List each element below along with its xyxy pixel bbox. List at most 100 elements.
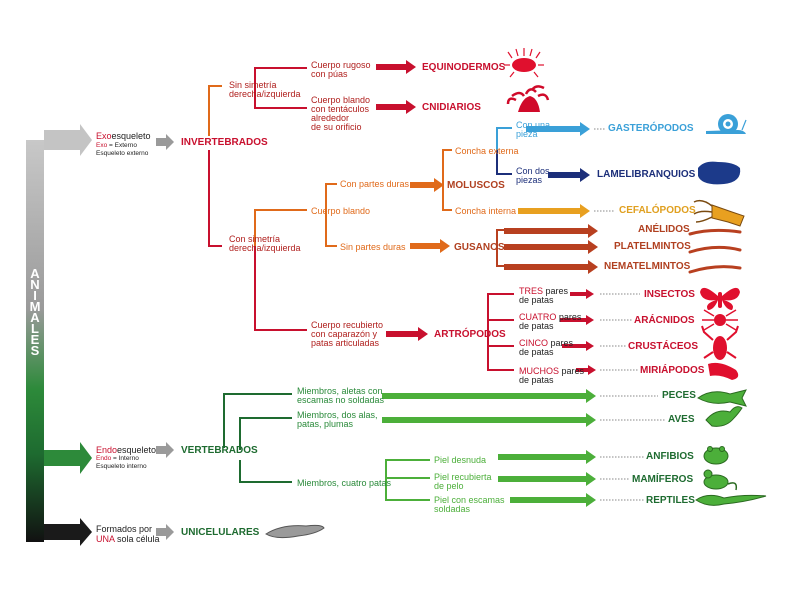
title-letter: S	[30, 343, 40, 358]
aletas-line2: escamas no soldadas	[297, 395, 385, 405]
title-letter: N	[30, 277, 40, 292]
crustaceos-label: CRUSTÁCEOS	[628, 341, 699, 352]
title-letter: I	[33, 288, 37, 303]
moluscos-label: MOLUSCOS	[447, 180, 505, 191]
unicellular-desc-line1: Formados por	[96, 524, 153, 534]
piel-pelo-line1: Piel recubierta	[434, 472, 492, 482]
mammal-icon	[703, 469, 738, 491]
endo-note-1: Endo = Interno	[96, 455, 139, 462]
annelid-icon	[688, 228, 742, 236]
clam-icon	[698, 161, 741, 185]
caparazon-line2: con caparazón y	[311, 329, 378, 339]
vertebrados-heading: VERTEBRADOS	[181, 445, 258, 456]
protozoan-icon	[265, 524, 325, 539]
con-dos-piezas-line2: piezas	[516, 175, 543, 185]
bird-icon	[705, 406, 743, 427]
cefalopodos-label: CEFALÓPODOS	[619, 205, 696, 216]
cuatro-patas-label: Miembros, cuatro patas	[297, 478, 392, 488]
exo-note-2: Esqueleto externo	[96, 150, 149, 157]
flatworm-icon	[688, 245, 742, 254]
sin-partes-duras-label: Sin partes duras	[340, 242, 406, 252]
sea-urchin-icon	[504, 48, 544, 78]
con-una-pieza-line1: Con una	[516, 120, 551, 130]
title-letter: L	[31, 321, 39, 336]
cuatro-pares-line1: CUATRO pares	[519, 312, 582, 322]
piel-desnuda-label: Piel desnuda	[434, 455, 487, 465]
gray-arrows	[156, 134, 174, 540]
con-dos-piezas-line1: Con dos	[516, 166, 550, 176]
title-letter: A	[30, 266, 40, 281]
muchos-pares-line2: de patas	[519, 375, 554, 385]
alas-line2: patas, plumas	[297, 419, 354, 429]
con-simetria-line2: derecha/izquierda	[229, 243, 301, 253]
tres-pares-line1: TRES pares	[519, 286, 569, 296]
worm-icons	[688, 228, 742, 274]
title-letter: E	[30, 332, 40, 347]
insectos-label: INSECTOS	[644, 289, 695, 300]
spider-icon	[702, 309, 738, 331]
lamelibranquios-label: LAMELIBRANQUIOS	[597, 169, 696, 180]
title-letter: A	[30, 310, 40, 325]
frog-icon	[703, 446, 729, 465]
alas-line1: Miembros, dos alas,	[297, 410, 378, 420]
piel-escamas-line2: soldadas	[434, 504, 471, 514]
millipede-icon	[708, 362, 739, 380]
squid-icon	[693, 199, 745, 227]
cinco-pares-line1: CINCO pares	[519, 338, 574, 348]
roundworm-icon	[688, 265, 742, 274]
mamiferos-label: MAMÍFEROS	[632, 474, 694, 485]
cinco-pares-line2: de patas	[519, 347, 554, 357]
aletas-line1: Miembros, aletas con	[297, 386, 383, 396]
unicelulares-heading: UNICELULARES	[181, 527, 260, 538]
tentaculos-line4: de su orificio	[311, 122, 362, 132]
endo-note-2: Esqueleto interno	[96, 463, 147, 470]
peces-label: PECES	[662, 390, 696, 401]
cuerpo-rugoso-line1: Cuerpo rugoso	[311, 60, 371, 70]
tentaculos-line1: Cuerpo blando	[311, 95, 371, 105]
con-partes-duras-label: Con partes duras	[340, 179, 410, 189]
endoskeleton-label: Endoesqueleto	[96, 445, 157, 455]
invertebrados-heading: INVERTEBRADOS	[181, 137, 268, 148]
tentaculos-line2: con tentáculos	[311, 104, 370, 114]
miriapodos-label: MIRIÁPODOS	[640, 365, 705, 376]
vertebrate-branches	[223, 393, 430, 501]
sin-simetria-line2: derecha/izquierda	[229, 89, 301, 99]
gasteropodos-label: GASTERÓPODOS	[608, 123, 694, 134]
piel-pelo-line2: de pelo	[434, 481, 464, 491]
title-letter: M	[29, 299, 41, 314]
exoskeleton-label: Exoesqueleto	[96, 131, 151, 141]
cnidiarios-label: CNIDIARIOS	[422, 102, 481, 113]
lizard-icon	[695, 494, 767, 506]
invertebrate-arrows	[376, 60, 598, 375]
artropodos-label: ARTRÓPODOS	[434, 329, 506, 340]
fish-icon	[697, 389, 747, 407]
gusanos-label: GUSANOS	[454, 242, 505, 253]
aracnidos-label: ARÁCNIDOS	[634, 315, 695, 326]
con-una-pieza-line2: pieza	[516, 129, 538, 139]
concha-externa-label: Concha externa	[455, 146, 519, 156]
animales-vertical-title: A N I M A L E S	[26, 266, 44, 358]
dotted-leaders	[594, 128, 666, 501]
caparazon-line1: Cuerpo recubierto	[311, 320, 384, 330]
nematelmintos-label: NEMATELMINTOS	[604, 261, 691, 272]
cuatro-pares-line2: de patas	[519, 321, 554, 331]
exo-note-1: Exo = Externo	[96, 142, 138, 149]
snail-icon	[706, 114, 747, 134]
con-simetria-line1: Con simetría	[229, 234, 281, 244]
main-trunk	[26, 124, 92, 546]
anfibios-label: ANFIBIOS	[646, 451, 694, 462]
muchos-pares-line1: MUCHOS pares	[519, 366, 585, 376]
invertebrate-branches	[208, 67, 514, 371]
sin-simetria-line1: Sin simetría	[229, 80, 277, 90]
caparazon-line3: patas articuladas	[311, 338, 380, 348]
anelidos-label: ANÉLIDOS	[638, 224, 690, 235]
equinodermos-label: EQUINODERMOS	[422, 62, 506, 73]
butterfly-icon	[700, 287, 740, 310]
platelmintos-label: PLATELMINTOS	[614, 241, 691, 252]
piel-escamas-line1: Piel con escamas	[434, 495, 505, 505]
crayfish-icon	[701, 325, 739, 360]
concha-interna-label: Concha interna	[455, 206, 517, 216]
reptiles-label: REPTILES	[646, 495, 695, 506]
